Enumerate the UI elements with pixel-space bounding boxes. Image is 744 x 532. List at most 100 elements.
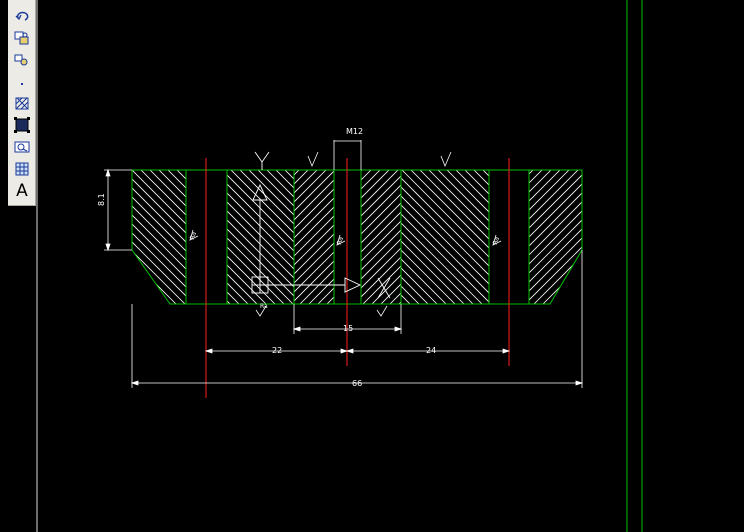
hatch-line <box>248 170 294 216</box>
undo-tool[interactable] <box>11 6 33 26</box>
hatch-line <box>38 160 75 320</box>
hatch-line <box>446 170 489 213</box>
hatch-line <box>716 160 744 320</box>
hatch-line <box>139 170 186 304</box>
hatch-line <box>689 160 744 320</box>
hatch-line <box>38 160 102 320</box>
hatch-line <box>38 160 102 320</box>
hatch-line <box>38 160 93 320</box>
hatch-line <box>581 160 741 320</box>
hatch-line <box>227 201 294 270</box>
hatch-line <box>401 222 483 304</box>
insert-block-tool[interactable] <box>11 137 33 157</box>
hatch-line <box>725 160 744 320</box>
hatch-line <box>572 160 732 320</box>
table-icon <box>15 162 29 176</box>
hatch-line <box>626 160 744 320</box>
hatch-line <box>132 170 186 304</box>
region-icon <box>14 117 30 133</box>
hatch-line <box>725 160 744 320</box>
centerlines <box>205 158 510 398</box>
hatch-line <box>590 160 744 320</box>
hatch-line <box>590 160 744 320</box>
hatch-line <box>635 160 744 320</box>
hatch-line <box>626 160 744 320</box>
hatch-line <box>707 160 744 320</box>
hatch-line <box>38 160 39 320</box>
region-tool[interactable] <box>11 115 33 135</box>
hatch-line <box>38 160 147 320</box>
hatch-line <box>38 160 138 320</box>
hatch-line <box>38 160 75 320</box>
hatch-line <box>227 192 294 261</box>
hatch-line <box>529 170 582 304</box>
hatch-line <box>644 160 744 320</box>
hatch-line <box>38 160 183 320</box>
surface-mark-4 <box>336 234 346 246</box>
hatch-line <box>38 160 147 320</box>
hatch-line <box>38 160 84 320</box>
hatch-line <box>132 170 186 304</box>
hatch-line <box>725 160 744 320</box>
move-object-tool[interactable] <box>11 50 33 70</box>
hatch-line <box>545 160 705 320</box>
hatch-line <box>653 160 744 320</box>
hatch-line <box>38 160 156 320</box>
section-hatching <box>38 160 744 320</box>
hatch-line <box>371 274 401 304</box>
hatch-line <box>544 170 582 304</box>
hatch-line <box>635 160 744 320</box>
hatch-line <box>716 160 744 320</box>
hatch-line <box>536 160 696 320</box>
surface-mark-3 <box>189 229 199 241</box>
hatch-line <box>257 170 294 207</box>
hatch-line <box>554 160 714 320</box>
hatch-line <box>599 160 744 320</box>
hatch-line <box>361 238 401 280</box>
hatch-line <box>38 160 129 320</box>
hatch-line <box>239 170 294 225</box>
surface-mark-2 <box>440 151 452 168</box>
hatch-line <box>529 170 582 304</box>
hatch-line <box>653 160 744 320</box>
hatch-line <box>529 170 580 304</box>
hatch-line <box>716 160 744 320</box>
hatch-line <box>38 160 138 320</box>
hatch-line <box>38 160 75 320</box>
hatch-line <box>38 160 138 320</box>
hatch-line <box>608 160 744 320</box>
insert-block-icon <box>14 141 30 153</box>
surface-mark-6 <box>255 305 267 317</box>
hatch-line <box>698 160 744 320</box>
copy-object-icon <box>14 31 29 45</box>
hatch-line <box>545 160 705 320</box>
table-tool[interactable] <box>11 159 33 179</box>
hatch-line <box>227 183 294 252</box>
hatch-line <box>617 160 744 320</box>
hatch-line <box>266 170 294 198</box>
hatch-line <box>227 237 294 304</box>
hatch-line <box>38 160 129 320</box>
drawing-canvas[interactable]: 66 22 24 15 8.1 M12 Ra Ra Ra Ra <box>38 0 744 532</box>
copy-object-tool[interactable] <box>11 28 33 48</box>
hatch-line <box>38 160 93 320</box>
text-tool[interactable]: A <box>11 181 33 201</box>
hatch-line <box>590 160 744 320</box>
hatch-line <box>599 160 744 320</box>
point-tool[interactable] <box>11 72 33 92</box>
hatch-line <box>38 160 84 320</box>
hatch-line <box>38 160 48 320</box>
hatch-tool[interactable] <box>11 93 33 113</box>
hatch-line <box>275 170 294 189</box>
hatch-line <box>38 160 192 320</box>
hatch-line <box>401 231 474 304</box>
hatch-line <box>529 170 571 304</box>
hatch-line <box>536 160 696 320</box>
hatch-line <box>563 160 723 320</box>
hatch-line <box>608 160 744 320</box>
hatch-line <box>653 160 744 320</box>
hatch-line <box>689 160 744 320</box>
hatch-line <box>698 160 744 320</box>
hatch-line <box>38 160 102 320</box>
hatch-line <box>38 160 66 320</box>
